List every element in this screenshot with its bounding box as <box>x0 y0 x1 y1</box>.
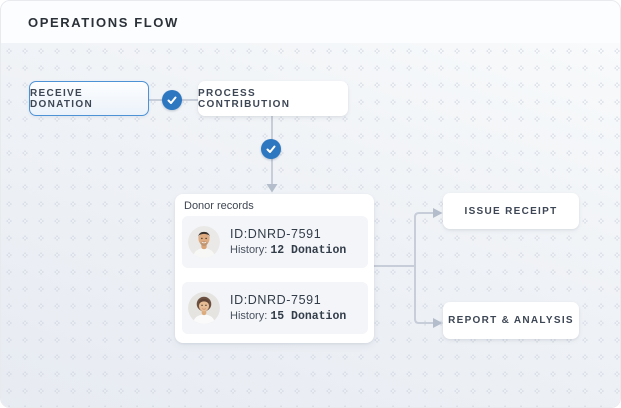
node-issue-receipt-label: ISSUE RECEIPT <box>464 205 558 217</box>
node-report-analysis-label: REPORT & ANALYSIS <box>448 315 574 326</box>
donor-card[interactable]: ID:DNRD-7591 History: 15 Donation <box>182 282 368 334</box>
donor-history-label: History: <box>230 244 268 256</box>
donor-avatar-female <box>188 292 220 324</box>
donor-records-panel: Donor records <box>175 194 374 343</box>
donor-info: ID:DNRD-7591 History: 15 Donation <box>230 293 346 323</box>
donor-info: ID:DNRD-7591 History: 12 Donation <box>230 227 346 257</box>
donor-id: ID:DNRD-7591 <box>230 293 322 307</box>
page-title: OPERATIONS FLOW <box>28 15 179 30</box>
check-icon <box>261 139 281 159</box>
node-issue-receipt[interactable]: ISSUE RECEIPT <box>443 193 579 229</box>
header-bar: OPERATIONS FLOW <box>1 1 620 43</box>
node-receive-donation-label: RECEIVE DONATION <box>30 87 93 110</box>
node-process-contribution-label: PROCESS CONTRIBUTION <box>198 87 291 110</box>
donor-records-title: Donor records <box>184 200 254 212</box>
donor-avatar-male <box>188 226 220 258</box>
check-icon <box>162 90 182 110</box>
donor-card[interactable]: ID:DNRD-7591 History: 12 Donation <box>182 216 368 268</box>
donor-id: ID:DNRD-7591 <box>230 227 322 241</box>
donor-history-label: History: <box>230 310 268 322</box>
donor-history: History: 15 Donation <box>230 310 346 323</box>
donor-history: History: 12 Donation <box>230 244 346 257</box>
donor-history-value: 15 Donation <box>270 310 347 323</box>
node-receive-donation[interactable]: RECEIVE DONATION <box>29 81 149 116</box>
node-process-contribution[interactable]: PROCESS CONTRIBUTION <box>198 81 348 116</box>
node-report-analysis[interactable]: REPORT & ANALYSIS <box>443 302 579 339</box>
donor-history-value: 12 Donation <box>270 244 347 257</box>
